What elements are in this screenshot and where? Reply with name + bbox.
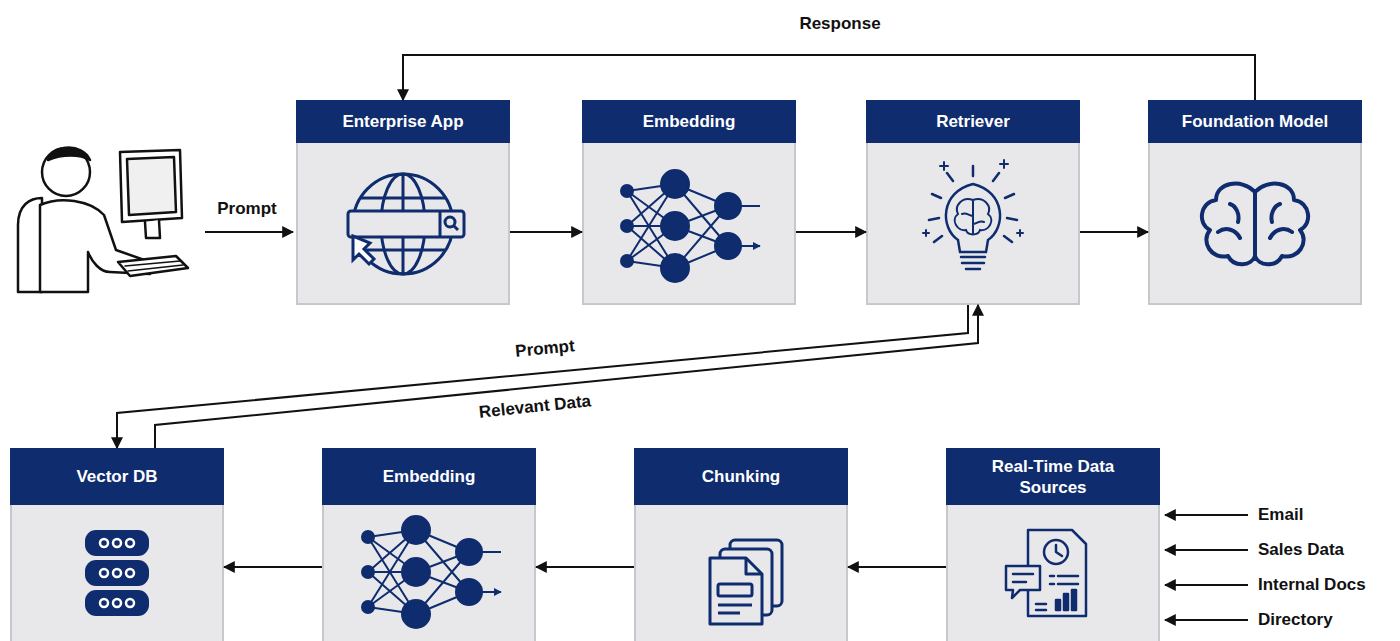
database-icon bbox=[85, 530, 149, 616]
box-ground bbox=[11, 449, 223, 641]
box-ground bbox=[947, 449, 1159, 641]
person-at-computer bbox=[18, 148, 188, 292]
edge-label: Prompt bbox=[514, 336, 575, 362]
brain-icon bbox=[1202, 184, 1308, 265]
header-band: Chunking bbox=[634, 448, 848, 505]
lightbulb-brain-icon bbox=[923, 160, 1023, 269]
prompt-arrow bbox=[205, 231, 293, 233]
box-ground bbox=[635, 449, 847, 641]
box-heading: Chunking bbox=[702, 466, 780, 487]
box-heading: Embedding bbox=[643, 111, 736, 132]
box-ground bbox=[297, 101, 509, 304]
box-ground bbox=[323, 449, 535, 641]
flow-arrow bbox=[848, 566, 946, 568]
box-heading: Embedding bbox=[383, 466, 476, 487]
flow-label: Internal Docs bbox=[1258, 575, 1366, 595]
process-box: Embedding bbox=[322, 448, 536, 641]
flow-arrow bbox=[117, 305, 968, 448]
edge-label: Response bbox=[799, 14, 880, 34]
neural-net-icon bbox=[362, 516, 501, 628]
documents-icon bbox=[710, 540, 782, 624]
box-ground bbox=[867, 101, 1079, 304]
box-ground bbox=[1149, 101, 1361, 304]
box-heading: Retriever bbox=[936, 111, 1010, 132]
flow-label: Sales Data bbox=[1258, 540, 1344, 560]
flow-arrow bbox=[796, 231, 866, 233]
box-heading: Real-Time Data Sources bbox=[991, 456, 1116, 498]
neural-net-icon bbox=[621, 170, 760, 282]
process-box: Vector DB bbox=[10, 448, 224, 641]
flow-arrow bbox=[155, 305, 978, 448]
header-band: Enterprise App bbox=[296, 100, 510, 143]
flow-arrow bbox=[403, 55, 1255, 100]
process-box: Embedding bbox=[582, 100, 796, 305]
header-band: Vector DB bbox=[10, 448, 224, 505]
box-ground bbox=[583, 101, 795, 304]
header-band: Embedding bbox=[582, 100, 796, 143]
process-box: Retriever bbox=[866, 100, 1080, 305]
flow-arrow bbox=[536, 566, 634, 568]
header-band: Embedding bbox=[322, 448, 536, 505]
box-heading: Foundation Model bbox=[1182, 111, 1328, 132]
box-heading: Vector DB bbox=[76, 466, 157, 487]
process-box: Chunking bbox=[634, 448, 848, 641]
flow-label: Directory bbox=[1258, 610, 1333, 630]
flow-label: Prompt bbox=[217, 199, 277, 219]
report-icon bbox=[1006, 530, 1086, 616]
process-box: Real-Time Data Sources bbox=[946, 448, 1160, 641]
process-box: Foundation Model bbox=[1148, 100, 1362, 305]
flow-arrow bbox=[224, 566, 322, 568]
flow-arrow bbox=[510, 231, 582, 233]
globe-search-icon bbox=[348, 174, 464, 274]
edge-label: Relevant Data bbox=[478, 391, 592, 422]
header-band: Real-Time Data Sources bbox=[946, 448, 1160, 505]
flow-label: Email bbox=[1258, 505, 1303, 525]
header-band: Foundation Model bbox=[1148, 100, 1362, 143]
header-band: Retriever bbox=[866, 100, 1080, 143]
box-heading: Enterprise App bbox=[342, 111, 463, 132]
process-box: Enterprise App bbox=[296, 100, 510, 305]
input-arrows bbox=[1165, 515, 1248, 620]
flow-arrow bbox=[1080, 231, 1148, 233]
